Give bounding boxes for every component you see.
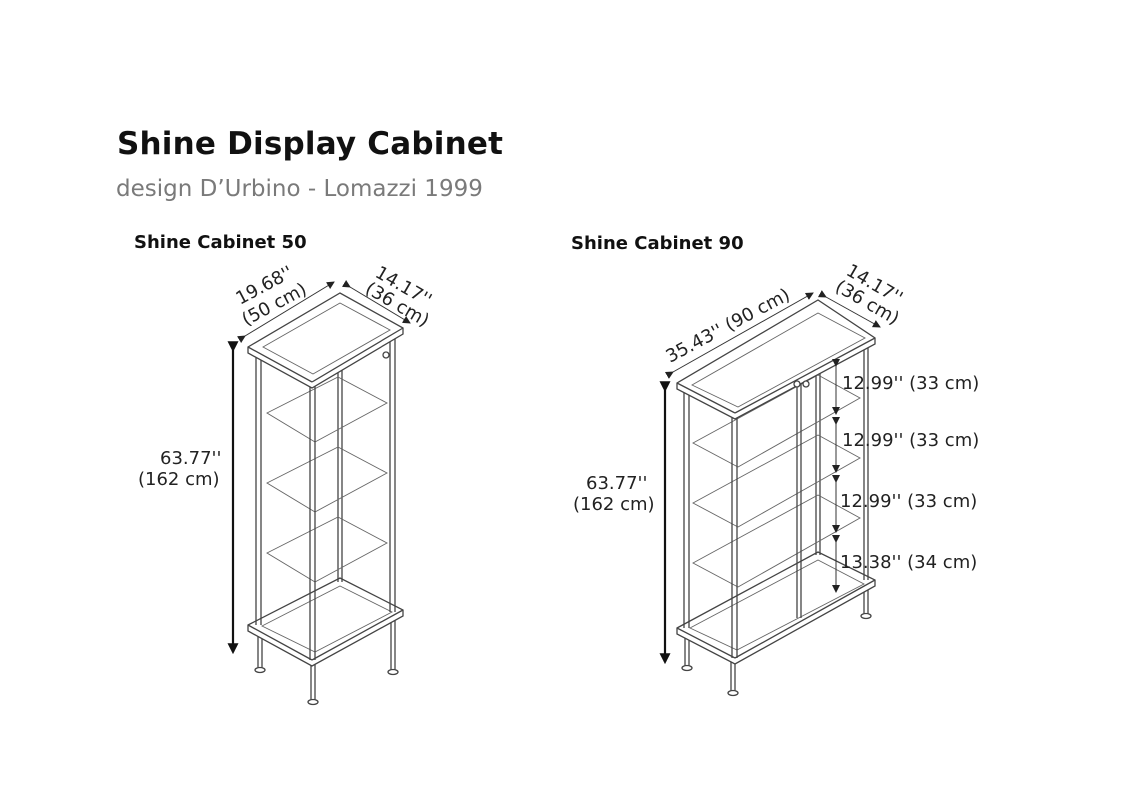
cabinet-50-drawing	[227, 279, 411, 706]
width-arrow	[664, 292, 814, 379]
shelf-gap-label: 12.99'' (33 cm)	[842, 373, 979, 394]
width-arrow	[236, 281, 335, 344]
cabinet-90-label: Shine Cabinet 90	[571, 233, 744, 254]
cabinet-90-height-in: 63.77''	[586, 473, 647, 494]
cabinet-50-height-in: 63.77''	[160, 448, 221, 469]
depth-arrow	[817, 290, 881, 328]
cabinet-50-label: Shine Cabinet 50	[134, 232, 307, 253]
shelf-gap-label: 12.99'' (33 cm)	[842, 430, 979, 451]
shelf-gap-label: 13.38'' (34 cm)	[840, 552, 977, 573]
cabinet-90-drawing	[659, 290, 881, 697]
shelf-gap-label: 12.99'' (33 cm)	[840, 491, 977, 512]
cabinet-90-height-cm: (162 cm)	[573, 494, 655, 515]
page-title: Shine Display Cabinet	[117, 126, 504, 162]
cabinet-50-height-cm: (162 cm)	[138, 469, 220, 490]
depth-arrow	[341, 279, 411, 324]
page-subtitle: design D’Urbino - Lomazzi 1999	[116, 176, 483, 202]
